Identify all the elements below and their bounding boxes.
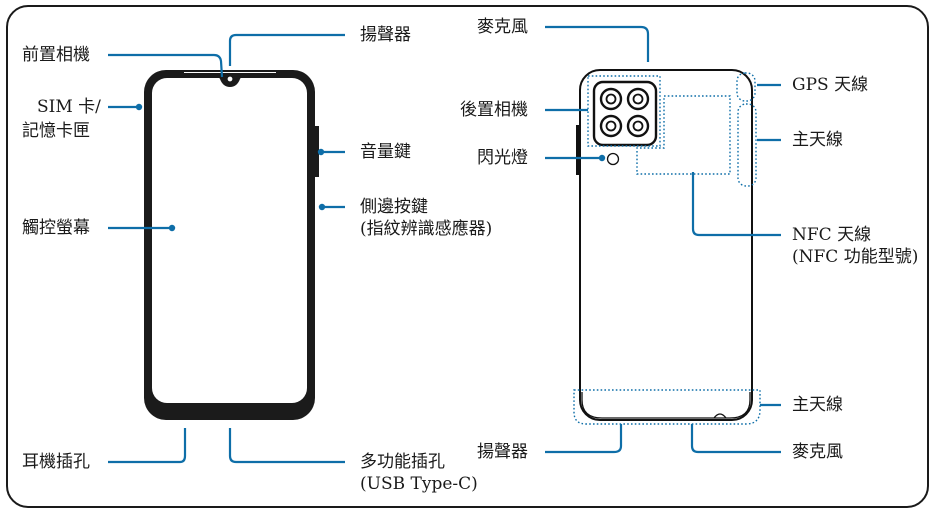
label-nfc-antenna-line1: NFC 天線	[792, 225, 872, 245]
rear-camera-highlight	[587, 75, 661, 147]
label-main-antenna-top: 主天線	[792, 130, 843, 150]
label-main-antenna-bottom: 主天線	[792, 395, 843, 415]
flash-shape	[606, 152, 620, 166]
callout-dots	[135, 103, 606, 232]
callout-lines	[108, 25, 781, 464]
dot-sim-tray	[135, 103, 143, 111]
bottom-mic-hole	[713, 413, 727, 419]
label-multipurpose-jack: 多功能插孔 (USB Type-C)	[360, 451, 478, 495]
back-phone	[573, 69, 761, 425]
main-antenna-bottom-region	[573, 389, 761, 425]
label-front-camera: 前置相機	[22, 45, 90, 65]
line-multipurpose-jack	[228, 428, 345, 464]
front-camera-lens	[226, 75, 234, 83]
label-nfc-antenna: NFC 天線 (NFC 功能型號)	[792, 224, 918, 268]
label-earphone-jack: 耳機插孔	[22, 452, 90, 472]
volume-key-shape	[314, 126, 319, 177]
label-side-key-line1: 側邊按鍵	[360, 197, 428, 217]
label-multipurpose-jack-line1: 多功能插孔	[360, 452, 445, 472]
line-mic-bottom	[690, 424, 781, 454]
line-front-camera	[108, 53, 224, 78]
line-nfc-antenna	[691, 172, 781, 237]
label-flash: 閃光燈	[477, 148, 528, 168]
label-volume-key: 音量鍵	[360, 142, 411, 162]
label-speaker-top: 揚聲器	[360, 25, 411, 45]
back-bottom-edge	[581, 392, 751, 419]
line-speaker-bottom	[545, 424, 623, 454]
label-multipurpose-jack-line2: (USB Type-C)	[360, 474, 478, 494]
label-sim-tray-line2: 記憶卡匣	[22, 121, 90, 141]
label-sim-tray-line1: SIM 卡/	[37, 97, 101, 117]
dot-touchscreen	[168, 224, 176, 232]
front-phone	[144, 70, 319, 420]
nfc-antenna-region	[636, 95, 731, 175]
front-screen	[152, 78, 307, 403]
back-side-keys	[576, 125, 581, 175]
label-nfc-antenna-line2: (NFC 功能型號)	[792, 247, 919, 267]
label-rear-camera: 後置相機	[460, 100, 528, 120]
label-touchscreen: 觸控螢幕	[22, 218, 90, 238]
label-gps-antenna: GPS 天線	[792, 75, 869, 95]
dot-flash	[598, 154, 606, 162]
label-mic-bottom: 麥克風	[792, 442, 843, 462]
gps-antenna-region	[736, 72, 756, 102]
line-earphone-jack	[108, 428, 187, 464]
label-side-key: 側邊按鍵 (指紋辨識感應器)	[360, 196, 492, 240]
main-antenna-top-region	[737, 103, 757, 187]
dot-volume-key	[317, 148, 325, 156]
label-mic-top: 麥克風	[477, 17, 528, 37]
line-mic-top	[545, 25, 650, 62]
label-speaker-bottom: 揚聲器	[477, 442, 528, 462]
dot-side-key	[318, 203, 326, 211]
label-side-key-line2: (指紋辨識感應器)	[360, 219, 493, 239]
label-sim-tray: SIM 卡/	[37, 96, 101, 118]
diagram-frame	[6, 5, 929, 508]
line-speaker-top	[228, 33, 345, 66]
back-phone-body	[579, 69, 753, 421]
